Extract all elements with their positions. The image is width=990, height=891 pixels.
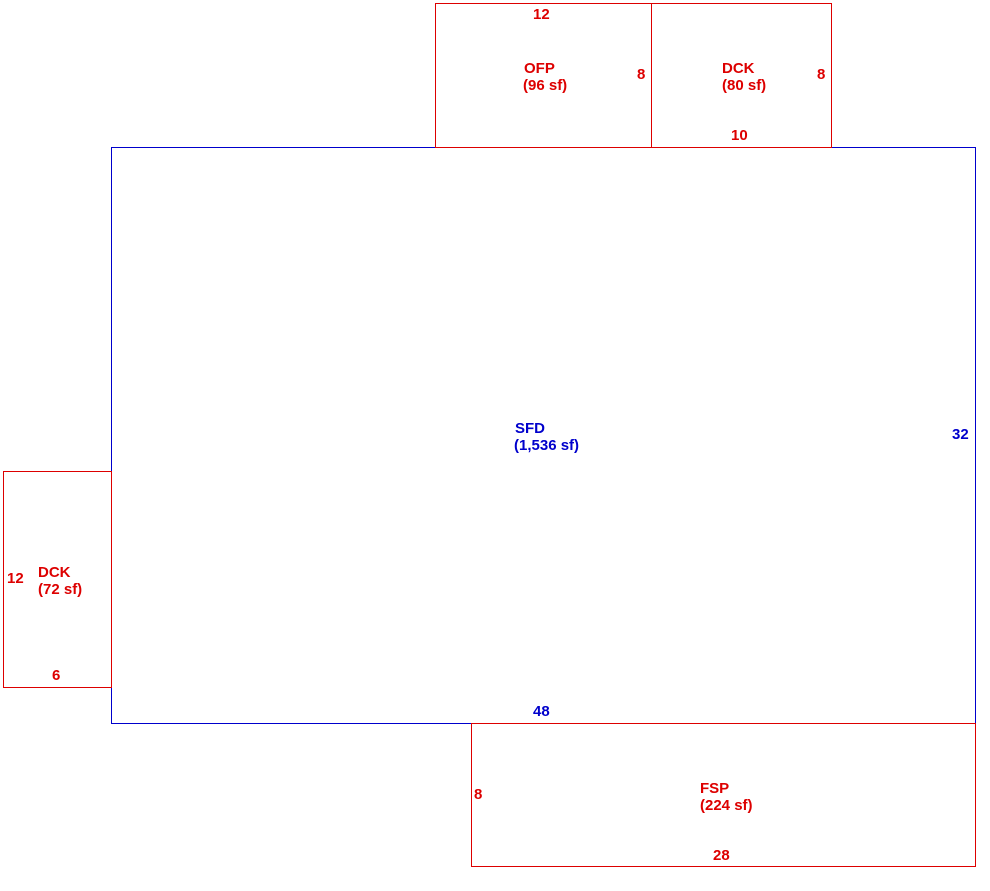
ofp-depth-dimension: 8 (637, 66, 646, 83)
ofp-code: OFP (524, 60, 555, 77)
fsp-outline (471, 723, 976, 867)
dck-left-width-dimension: 6 (52, 667, 61, 684)
dck-left-outline (3, 471, 112, 688)
ofp-width-dimension: 12 (533, 6, 550, 23)
dck-top-depth-dimension: 8 (817, 66, 826, 83)
dck-left-depth-dimension: 12 (7, 570, 24, 587)
fsp-depth-dimension: 8 (474, 786, 483, 803)
dck-top-area: (80 sf) (722, 77, 767, 94)
dck-top-code: DCK (722, 60, 755, 77)
dck-left-code: DCK (38, 564, 71, 581)
dck-left-area: (72 sf) (38, 581, 83, 598)
dck-top-width-dimension: 10 (731, 127, 748, 144)
fsp-area: (224 sf) (700, 797, 753, 814)
sfd-depth-dimension: 32 (952, 426, 969, 443)
sfd-code: SFD (515, 420, 545, 437)
sfd-area: (1,536 sf) (514, 437, 580, 454)
sfd-width-dimension: 48 (533, 703, 550, 720)
fsp-code: FSP (700, 780, 730, 797)
dck-top-outline (651, 3, 832, 148)
fsp-width-dimension: 28 (713, 847, 730, 864)
ofp-area: (96 sf) (523, 77, 568, 94)
